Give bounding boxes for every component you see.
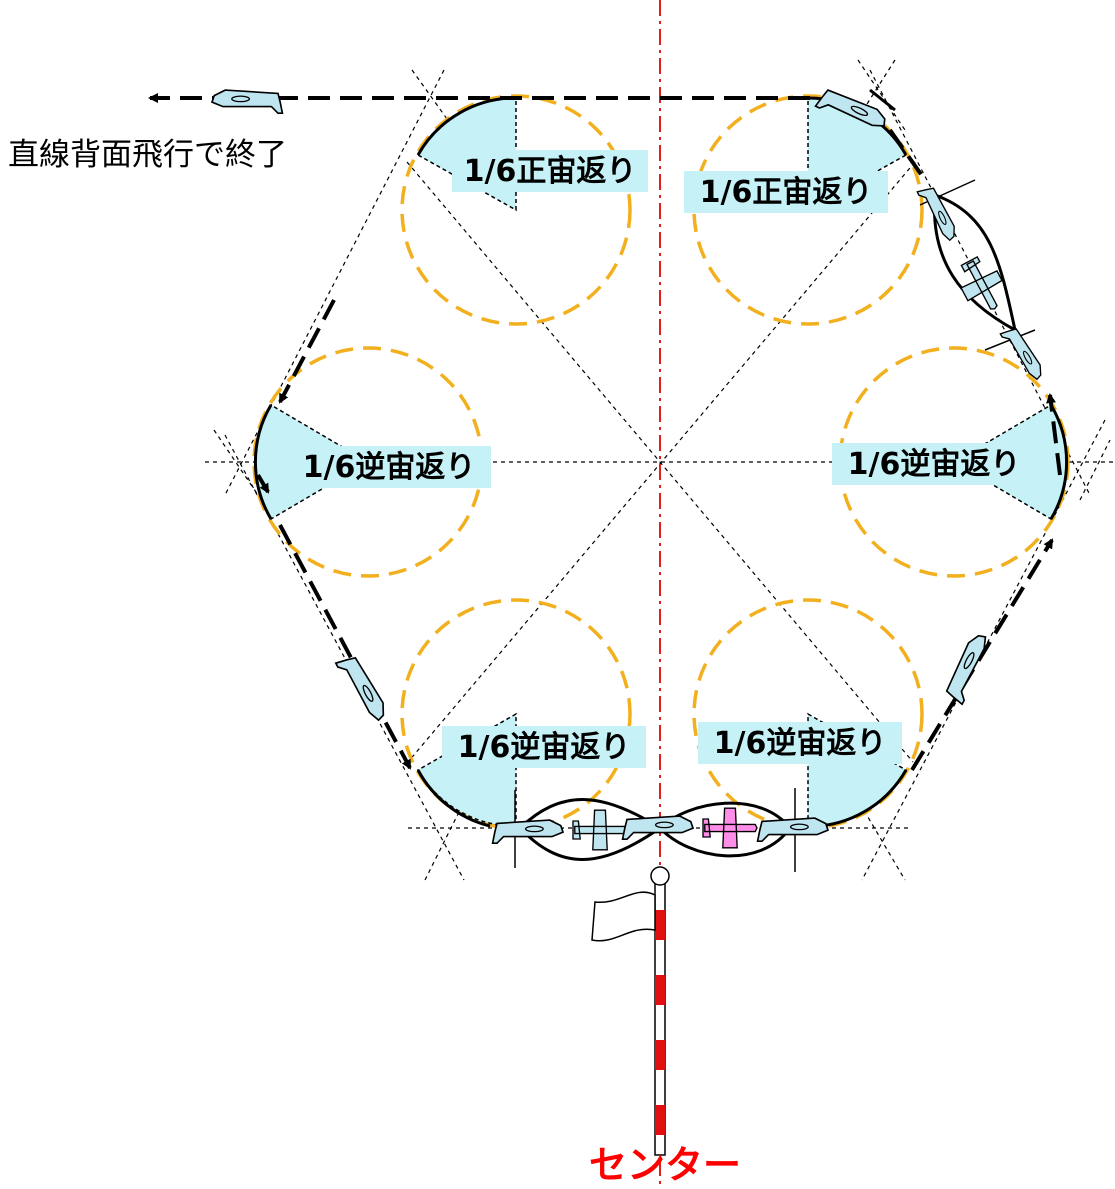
guide-lines <box>205 59 1115 881</box>
flag-icon <box>591 891 656 942</box>
end-label: 直線背面飛行で終了 <box>8 137 287 173</box>
label-top-left: 1/6正宙返り <box>464 154 637 189</box>
label-mid-right: 1/6逆宙返り <box>848 447 1021 482</box>
segment-labels: 1/6正宙返り 1/6正宙返り 1/6逆宙返り 1/6逆宙返り 1/6逆宙返り … <box>287 150 1036 768</box>
label-mid-left: 1/6逆宙返り <box>303 450 476 485</box>
label-bottom-right: 1/6逆宙返り <box>714 726 887 761</box>
plane-icons <box>211 84 1047 851</box>
center-label: センター <box>589 1143 741 1187</box>
label-bottom-left: 1/6逆宙返り <box>458 730 631 765</box>
center-pole <box>591 866 670 1156</box>
label-top-right: 1/6正宙返り <box>700 175 873 210</box>
